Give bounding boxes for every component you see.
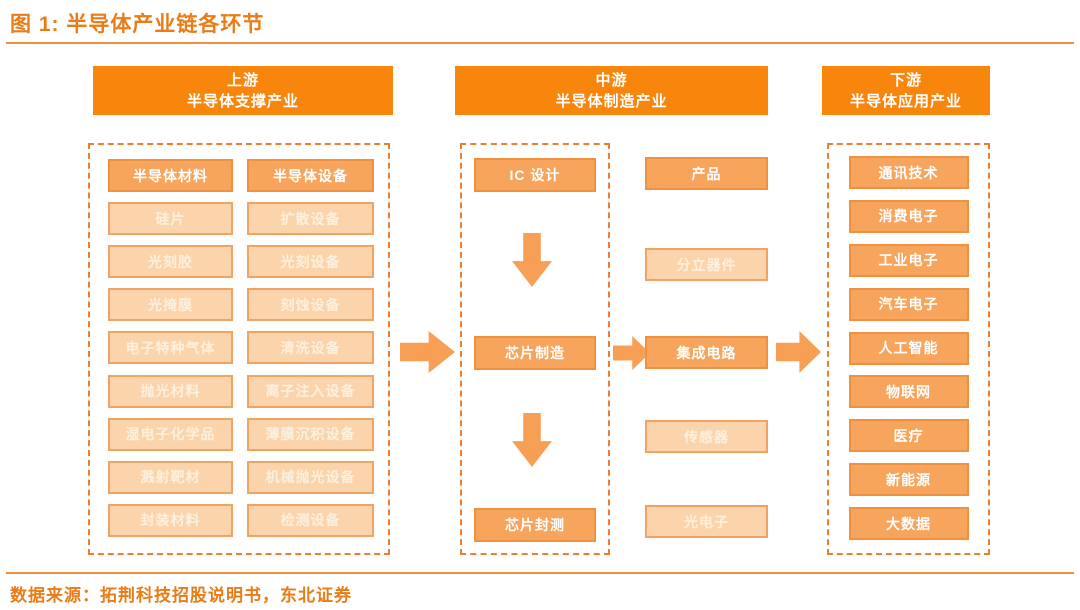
title-divider [6,42,1074,44]
material-item: 光刻胶 [108,245,233,279]
application-item: 工业电子 [848,243,969,277]
material-item: 硅片 [108,202,233,236]
material-item: 电子特种气体 [108,331,233,365]
equipment-item: 半导体设备 [247,159,374,192]
application-item: 消费电子 [848,199,969,233]
product-item: 光电子 [645,505,768,538]
flow-step: 芯片制造 [474,336,596,370]
equipment-item: 机械抛光设备 [247,460,374,494]
midstream-header-line2: 半导体制造产业 [555,93,668,110]
equipment-item: 薄膜沉积设备 [247,417,374,451]
upstream-header-line1: 上游 [226,72,259,89]
downstream-header: 下游 半导体应用产业 [822,66,990,115]
application-item: 汽车电子 [848,287,969,321]
downstream-header-line2: 半导体应用产业 [849,93,962,110]
figure-title: 图 1: 半导体产业链各环节 [10,13,265,36]
application-item: 新能源 [848,463,969,497]
material-item: 溅射靶材 [108,460,233,494]
equipment-item: 光刻设备 [247,245,374,279]
product-item: 产品 [645,157,768,190]
flow-step: 芯片封测 [474,508,596,542]
arrow-right-icon [400,331,455,373]
upstream-header-line2: 半导体支撑产业 [186,93,299,110]
material-item: 半导体材料 [108,159,233,192]
upstream-container: 半导体材料 半导体设备 硅片 扩散设备 光刻胶 光刻设备 光掩膜 刻蚀设备 电子… [88,143,390,555]
upstream-header: 上游 半导体支撑产业 [93,66,393,115]
material-item: 光掩膜 [108,288,233,322]
application-item: 通讯技术 [848,156,969,189]
downstream-list: 通讯技术 消费电子 工业电子 汽车电子 人工智能 物联网 医疗 新能源 大数据 [829,145,988,553]
product-item: 传感器 [645,420,768,453]
source-divider [6,572,1074,574]
equipment-item: 清洗设备 [247,331,374,365]
material-item: 抛光材料 [108,374,233,408]
midstream-container: IC 设计 芯片制造 芯片封测 [460,143,610,555]
application-item: 物联网 [848,375,969,409]
downstream-container: 通讯技术 消费电子 工业电子 汽车电子 人工智能 物联网 医疗 新能源 大数据 [827,143,990,555]
material-item: 湿电子化学品 [108,417,233,451]
application-item: 大数据 [848,507,969,540]
equipment-item: 离子注入设备 [247,374,374,408]
midstream-header-line1: 中游 [595,72,628,89]
upstream-grid: 半导体材料 半导体设备 硅片 扩散设备 光刻胶 光刻设备 光掩膜 刻蚀设备 电子… [90,145,388,553]
midstream-header: 中游 半导体制造产业 [455,66,768,115]
application-item: 人工智能 [848,331,969,365]
arrow-right-icon [776,331,821,373]
flow-step: IC 设计 [474,158,596,192]
product-item: 集成电路 [645,336,768,369]
product-item: 分立器件 [645,248,768,281]
application-item: 医疗 [848,419,969,453]
source-note: 数据来源：拓荆科技招股说明书，东北证券 [10,586,352,605]
equipment-item: 扩散设备 [247,202,374,236]
equipment-item: 刻蚀设备 [247,288,374,322]
arrow-down-icon [512,233,552,287]
downstream-header-line1: 下游 [889,72,922,89]
arrow-down-icon [512,413,552,467]
material-item: 封装材料 [108,503,233,537]
equipment-item: 检测设备 [247,503,374,537]
